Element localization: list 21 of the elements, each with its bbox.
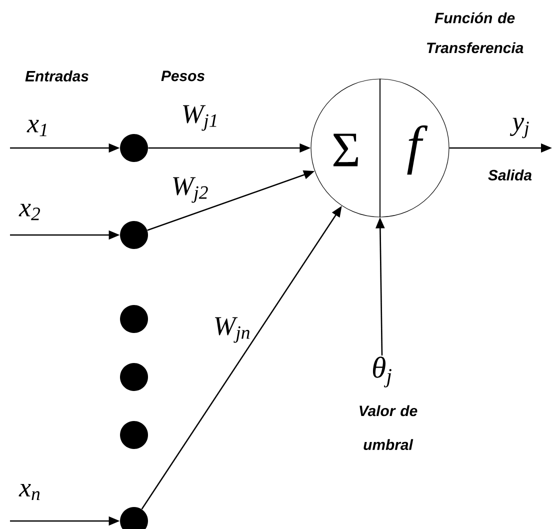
edge-label: y$_{j}$	[510, 118, 529, 138]
edge-label: W$_{jn}$	[215, 317, 250, 343]
edge-label: x$_{2}$	[18, 204, 40, 220]
edge-label: W$_{j1}$	[183, 105, 216, 131]
node-label: Función de Transferencia	[427, 12, 524, 54]
dot	[120, 305, 148, 333]
dot	[120, 134, 148, 162]
heading-label: Entradas	[25, 70, 88, 82]
heading-label: Salida	[488, 170, 532, 180]
threshold-symbol: θ$_{j}$	[372, 356, 392, 388]
dot	[120, 363, 148, 391]
dot	[120, 221, 148, 249]
edge-label: x$_{n}$	[18, 484, 40, 500]
sum-symbol: Σ	[333, 134, 358, 166]
dot	[120, 421, 148, 449]
neuron-circle	[310, 78, 450, 218]
heading-label: Pesos	[161, 70, 204, 82]
function-symbol: f	[407, 125, 428, 175]
node-label: Valor de umbral	[360, 405, 418, 450]
edge-label: x$_{1}$	[26, 120, 46, 136]
edge-label: W$_{j2}$	[173, 177, 208, 203]
